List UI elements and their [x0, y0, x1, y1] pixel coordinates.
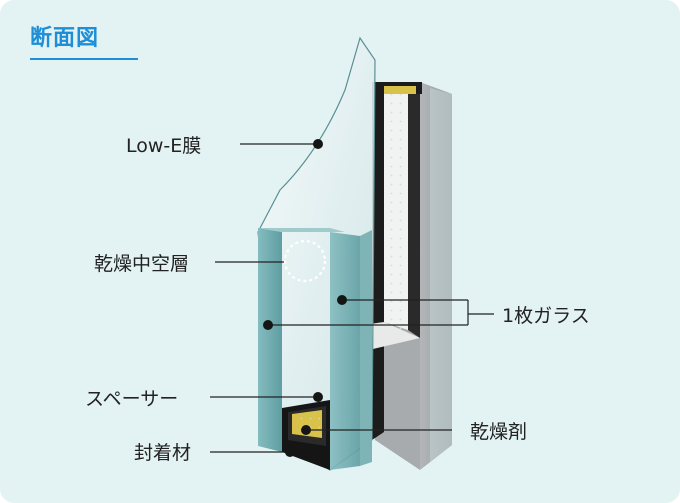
pointer-dots	[263, 139, 347, 457]
label-sealant: 封着材	[134, 442, 192, 464]
air-layer-marker	[283, 239, 327, 283]
front-glass-pane	[257, 36, 376, 471]
label-spacer: スペーサー	[85, 388, 179, 410]
leader-lines	[210, 143, 494, 453]
page-title: 断面図	[30, 26, 100, 51]
label-low-e-film: Low-E膜	[126, 135, 202, 157]
label-desiccant: 乾燥剤	[470, 421, 528, 443]
label-single-glass: 1枚ガラス	[502, 305, 590, 327]
label-dry-air-layer: 乾燥中空層	[94, 253, 190, 275]
title-underline	[30, 58, 138, 60]
